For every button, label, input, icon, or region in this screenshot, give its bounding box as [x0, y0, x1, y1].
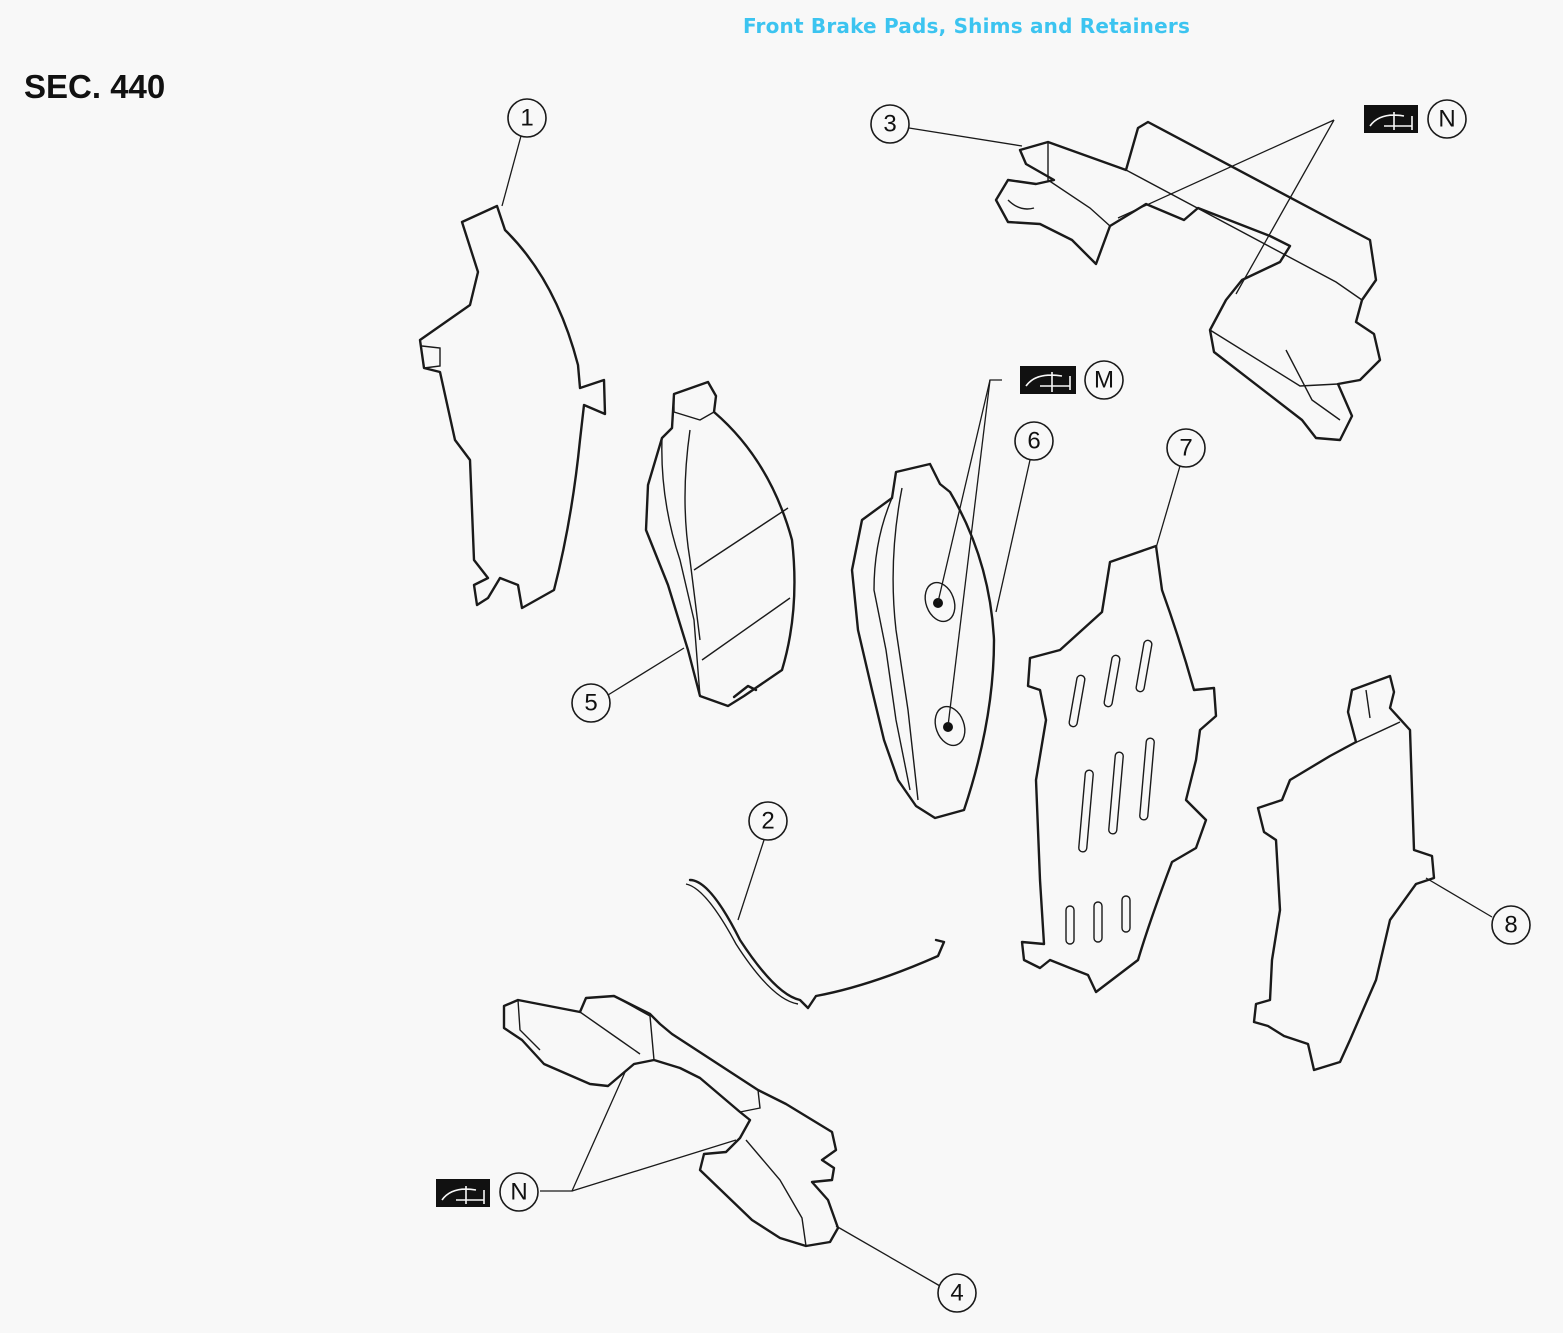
- callout-4-label: 4: [950, 1280, 963, 1307]
- callout-2-label: 2: [761, 808, 774, 835]
- part-5-inner-pad: [644, 380, 796, 708]
- callout-7: 7: [1166, 428, 1206, 468]
- callout-5-label: 5: [584, 690, 597, 717]
- callout-8-label: 8: [1504, 912, 1517, 939]
- page-title: Front Brake Pads, Shims and Retainers: [742, 14, 1191, 38]
- callout-1: 1: [507, 98, 547, 138]
- callout-2: 2: [748, 801, 788, 841]
- callout-6-label: 6: [1027, 428, 1040, 455]
- callout-7-label: 7: [1179, 435, 1192, 462]
- part-4-lower-retainer: [502, 994, 840, 1248]
- part-1-outer-shim: [418, 204, 607, 610]
- leader-lines: [501, 119, 1493, 1287]
- part-8-outer-shim: [1252, 674, 1436, 1072]
- callout-4: 4: [937, 1273, 977, 1313]
- grease-symbol-m-icon: [1020, 366, 1076, 394]
- callout-n-top-label: N: [1438, 106, 1455, 133]
- callout-1-label: 1: [520, 105, 533, 132]
- callout-n-bottom-label: N: [510, 1179, 527, 1206]
- part-2-spring-wire: [685, 878, 946, 1010]
- part-3-upper-retainer: [994, 120, 1382, 442]
- callout-n-bottom: N: [499, 1172, 539, 1212]
- grease-symbol-n-top-icon: [1364, 105, 1418, 133]
- section-label: SEC. 440: [24, 68, 166, 105]
- callout-3: 3: [870, 104, 910, 144]
- part-6-outer-pad: [850, 462, 996, 820]
- callout-n-top: N: [1427, 99, 1467, 139]
- callout-3-label: 3: [883, 111, 896, 138]
- callout-5: 5: [571, 683, 611, 723]
- callout-m: M: [1084, 360, 1124, 400]
- callout-6: 6: [1014, 421, 1054, 461]
- grease-symbol-n-bottom-icon: [436, 1179, 490, 1207]
- callout-8: 8: [1491, 905, 1531, 945]
- part-7-inner-shim: [1020, 544, 1218, 994]
- callout-m-label: M: [1094, 367, 1114, 394]
